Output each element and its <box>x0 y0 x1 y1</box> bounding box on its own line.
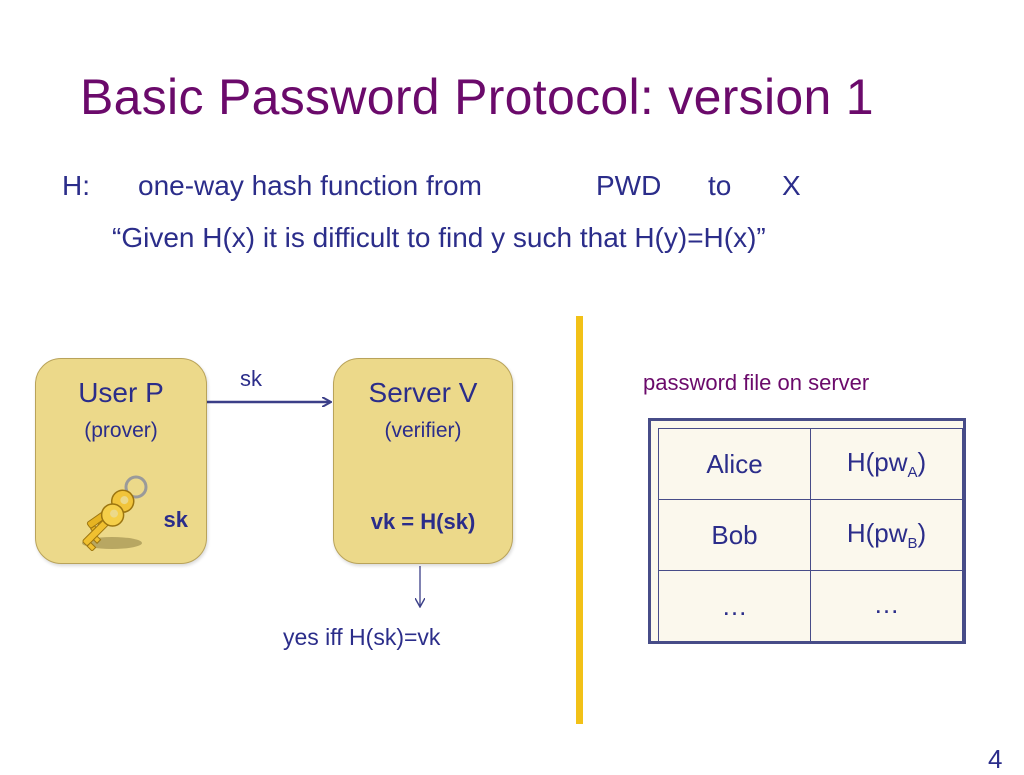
table-cell-name: Alice <box>658 428 811 500</box>
user-box: User P (prover) sk <box>35 358 207 564</box>
page-number: 4 <box>988 744 1003 774</box>
user-subtitle: (prover) <box>84 419 158 442</box>
table-cell-hash: H(pwB) <box>810 499 963 571</box>
hash-description: one-way hash function from <box>138 170 482 201</box>
keys-icon <box>82 475 148 551</box>
server-box: Server V (verifier) vk = H(sk) <box>333 358 513 564</box>
vertical-divider <box>576 316 583 724</box>
user-title: User P <box>78 377 164 408</box>
password-file-table: Alice H(pwA) Bob H(pwB) … … <box>648 418 966 644</box>
table-cell-name: Bob <box>658 499 811 571</box>
server-title: Server V <box>368 377 478 408</box>
table-cell-hash: H(pwA) <box>810 428 963 500</box>
table-row: Bob H(pwB) <box>658 499 963 571</box>
table-cell-name: … <box>658 570 811 642</box>
to-word: to <box>708 170 732 201</box>
user-secret-key: sk <box>163 507 188 532</box>
server-subtitle: (verifier) <box>384 419 462 442</box>
password-table: Alice H(pwA) Bob H(pwB) … … <box>658 428 963 642</box>
table-row: … … <box>658 570 963 642</box>
arrow-label: sk <box>240 366 262 391</box>
h-label: H: <box>62 170 90 201</box>
hash-property-quote: “Given H(x) it is difficult to find y su… <box>112 222 766 253</box>
hash-domain: PWD <box>596 170 662 201</box>
hash-range: X <box>782 170 801 201</box>
slide-title: Basic Password Protocol: version 1 <box>80 69 874 125</box>
password-file-label: password file on server <box>643 370 870 395</box>
table-row: Alice H(pwA) <box>658 428 963 500</box>
table-cell-hash: … <box>810 570 963 642</box>
server-verification-key: vk = H(sk) <box>370 509 476 534</box>
verification-result: yes iff H(sk)=vk <box>283 624 441 650</box>
